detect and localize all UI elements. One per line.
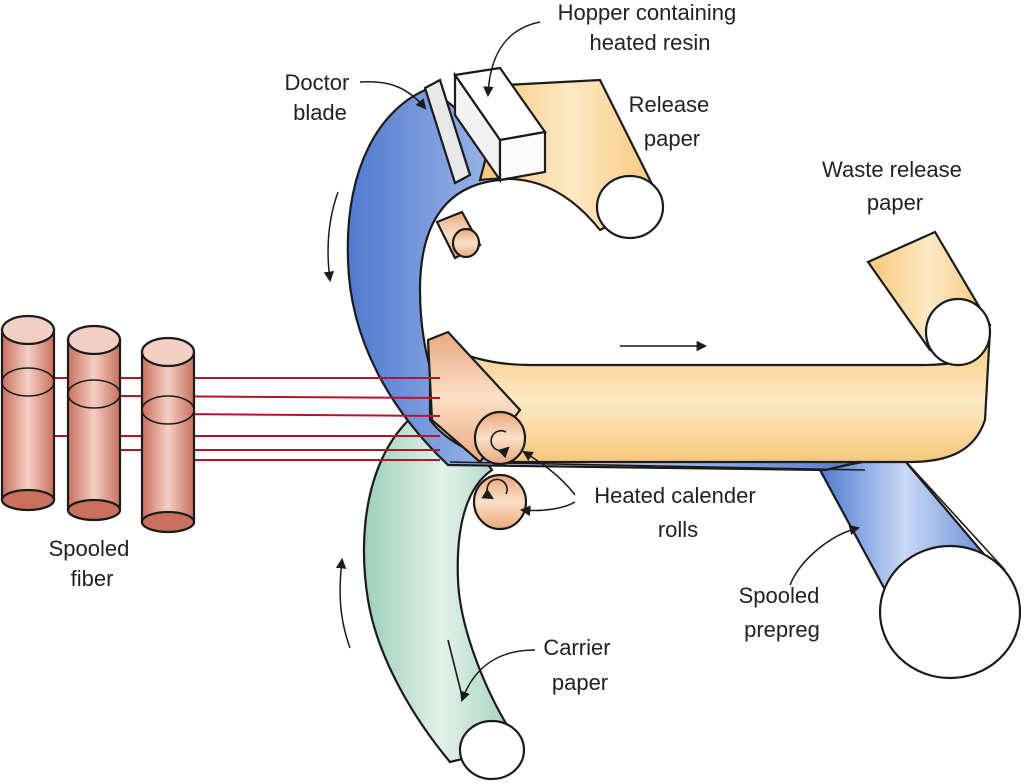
release-paper-roll-end: [595, 174, 665, 240]
spooled-prepreg-roll-end: [878, 544, 1022, 680]
hopper-leader: [483, 21, 541, 98]
waste-release-paper-label: Waste release paper: [822, 157, 968, 215]
doctor-blade-label: Doctor blade: [285, 70, 356, 125]
hopper: [453, 66, 547, 184]
heated-calender-rolls-label: Heated calender rolls: [594, 483, 762, 542]
fiber-spool-2: [66, 324, 122, 522]
carrier-paper-roll-end: [458, 719, 526, 781]
lower-calender-roll: [472, 473, 528, 531]
calender-leader-upper: [522, 450, 576, 496]
up-direction-arrow: [335, 557, 351, 649]
waste-release-paper: [428, 230, 992, 471]
doctor-blade: [423, 78, 472, 185]
release-paper-label: Release paper: [629, 92, 716, 151]
guide-roll: [435, 210, 482, 260]
fiber-spool-1: [0, 314, 56, 512]
carrier-paper: [362, 396, 526, 781]
carrier-paper-label: Carrier paper: [543, 635, 616, 695]
prepreg-leader: [789, 524, 861, 586]
upper-calender-roll: [426, 330, 527, 466]
spooled-prepreg-label: Spooled prepreg: [739, 583, 826, 642]
down-direction-arrow: [323, 191, 339, 283]
spooled-fiber-label: Spooled fiber: [49, 536, 136, 591]
resin-coated-web: [346, 86, 861, 472]
hopper-label: Hopper containing heated resin: [558, 0, 743, 55]
doctor-blade-leader: [359, 80, 427, 110]
spooled-prepreg-roll: [818, 453, 1022, 680]
waste-release-paper-roll-end: [924, 297, 992, 367]
fiber-spool-3: [140, 336, 196, 534]
calender-leader-lower: [519, 501, 576, 516]
carrier-leader: [460, 649, 536, 702]
